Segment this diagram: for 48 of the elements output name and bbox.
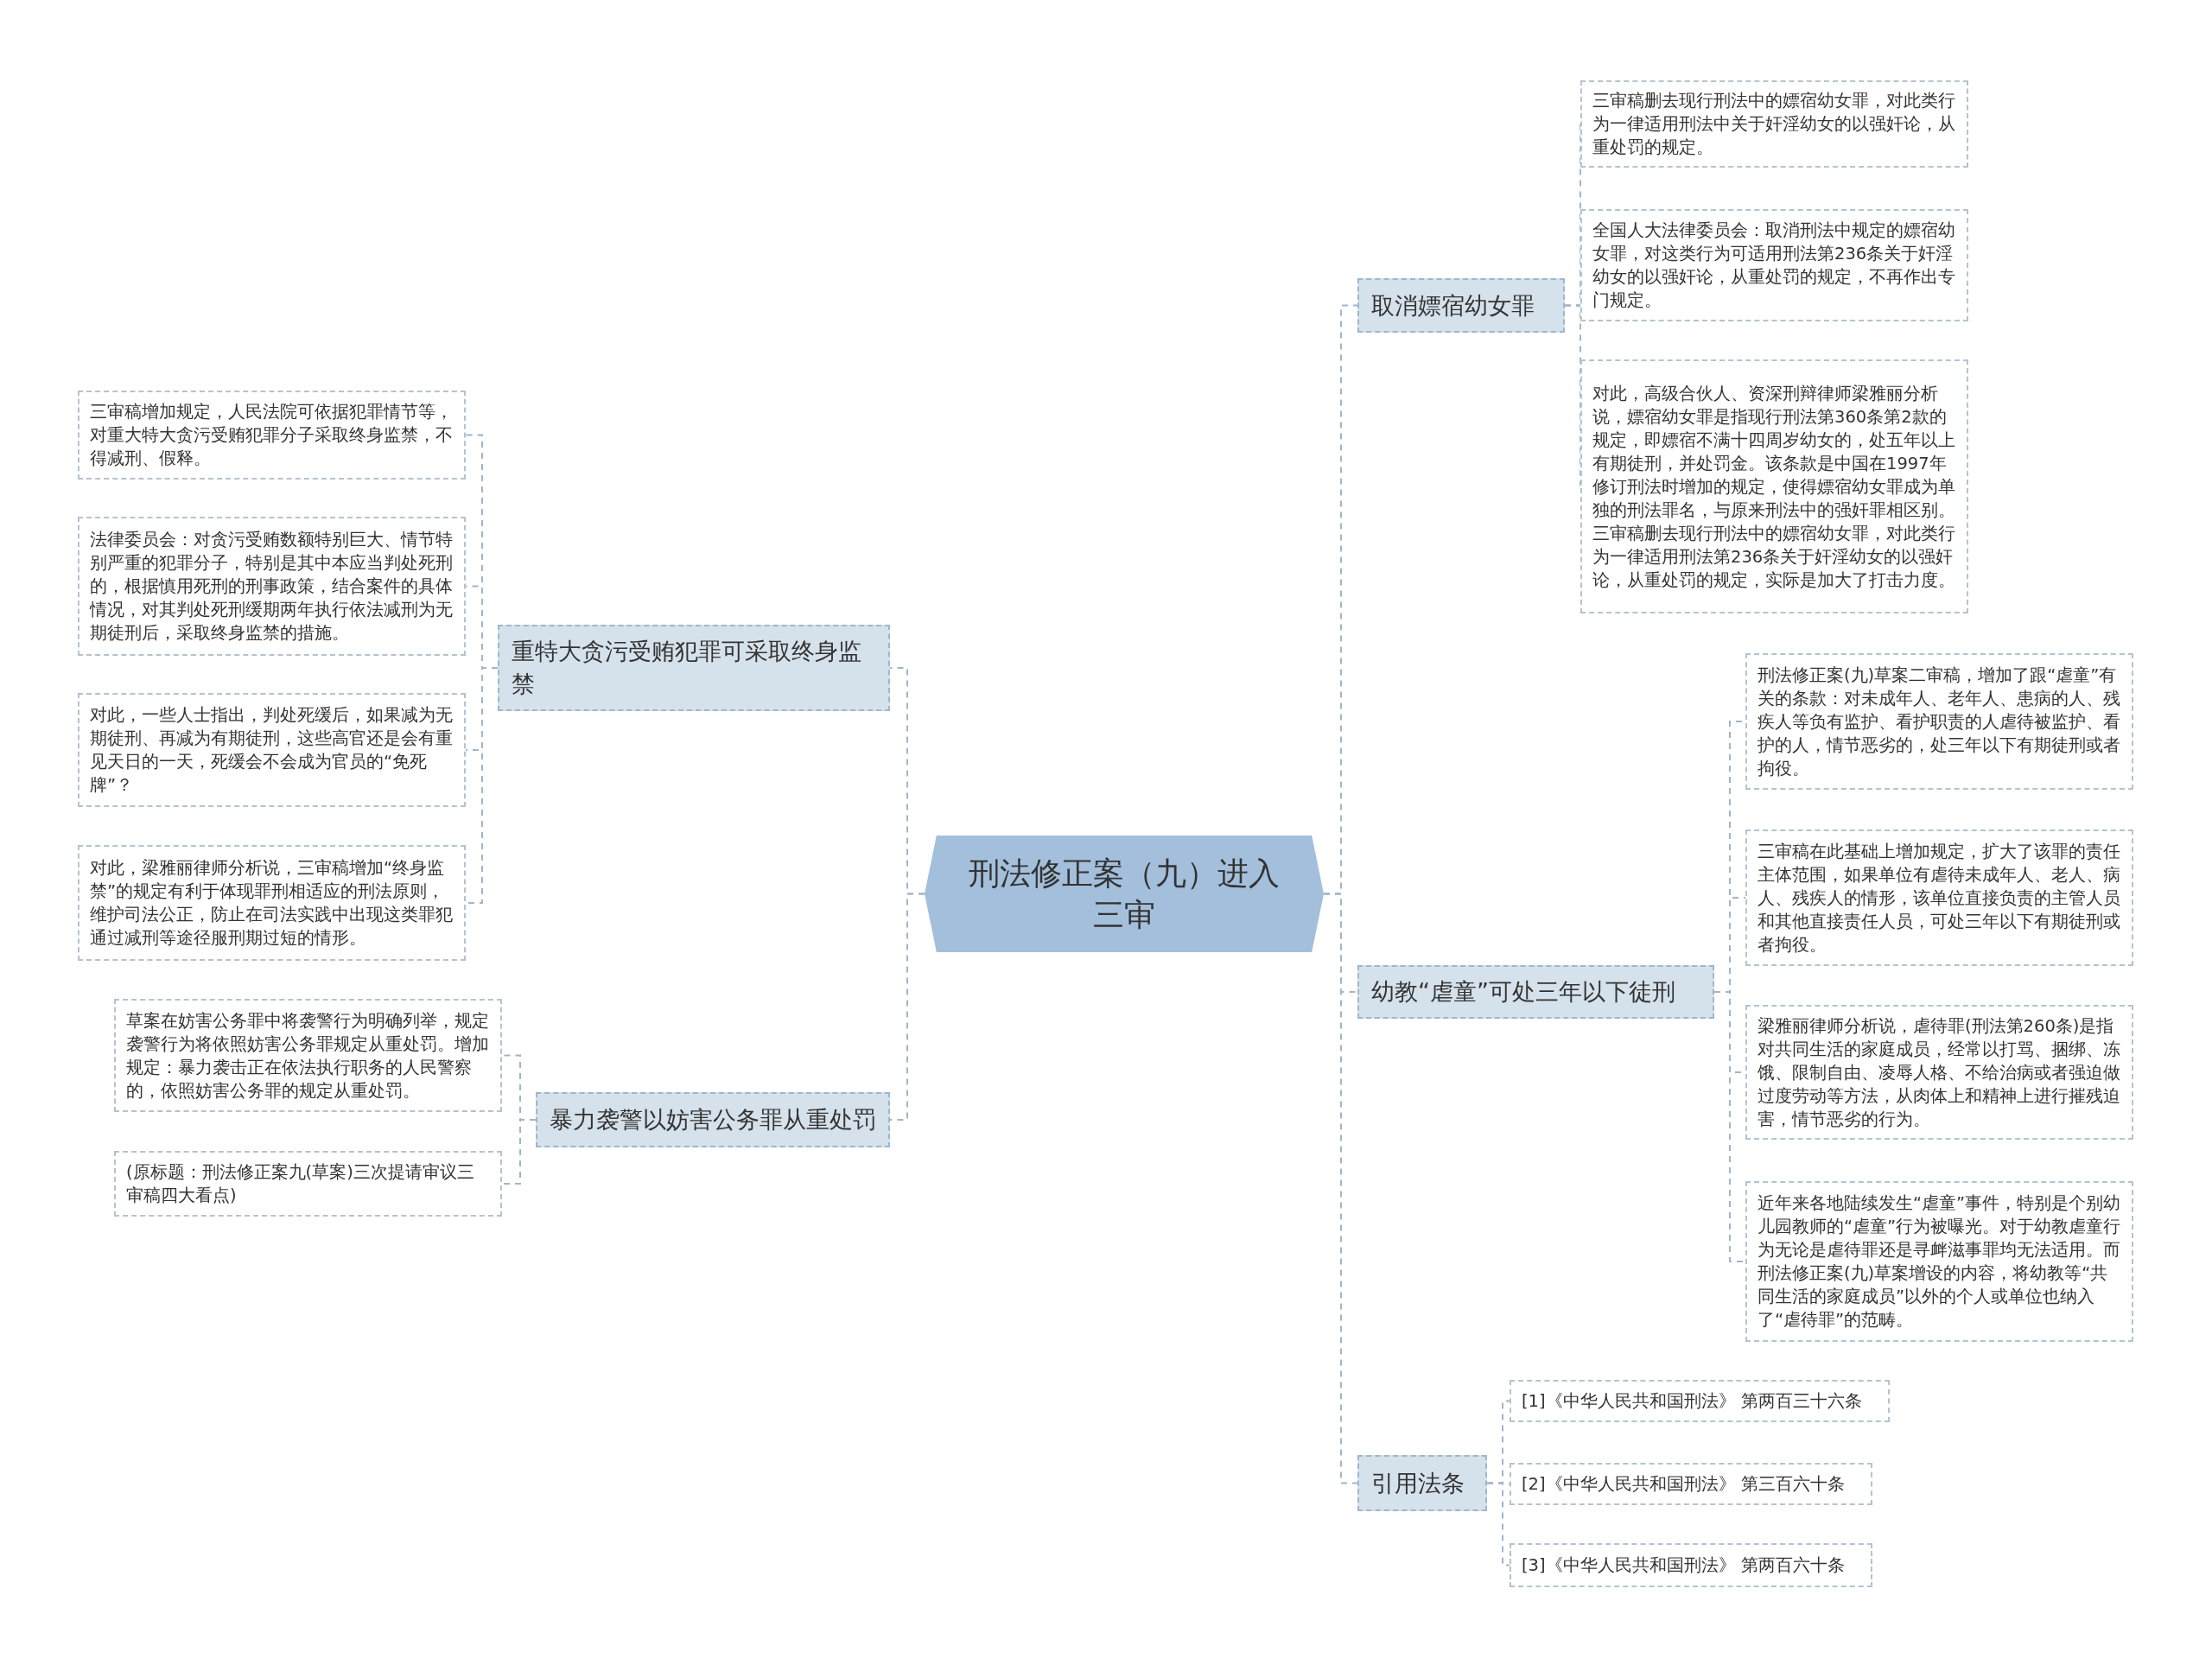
topic-text: 三审稿增加规定，人民法院可依据犯罪情节等，对重大特大贪污受贿犯罪分子采取终身监禁，不得减刑、假释。: [90, 401, 454, 470]
note-box: [114, 1151, 502, 1217]
topic-text: 法律委员会：对贪污受贿数额特别巨大、情节特别严重的犯罪分子，特别是其中本应当判处死刑的，根据慎用死刑的刑事政策，结合案件的具体情况，对其判处死刑缓期两年执行依法减刑为无期徒刑后，采取终身监禁的措施。: [90, 529, 454, 645]
note-box: [1745, 1005, 2133, 1140]
topic-text: 草案在妨害公务罪中将袭警行为明确列举，规定袭警行为将依照妨害公务罪规定从重处罚。增加规定：暴力袭击正在依法执行职务的人民警察的，依照妨害公务罪的规定从重处罚。: [126, 1009, 490, 1103]
topic-text: 三审稿在此基础上增加规定，扩大了该罪的责任主体范围，如果单位有虐待未成年人、老人、病人、残疾人的情形，该单位直接负责的主管人员和其他直接责任人员，可处三年以下有期徒刑或者拘役。: [1758, 840, 2121, 956]
connector-line: [501, 1119, 537, 1185]
topic-text: 刑法修正案(九)草案二审稿，增加了跟“虐童”有关的条款：对未成年人、老年人、患病的人、残疾人等负有监护、看护职责的人虐待被监护、看护的人，情节恶劣的，处三年以下有期徒刑或者拘役。: [1758, 664, 2121, 780]
topic-text: 取消嫖宿幼女罪: [1371, 290, 1535, 321]
note-box: [1580, 209, 1968, 321]
note-box: [78, 693, 466, 807]
topic-text: (原标题：刑法修正案九(草案)三次提请审议三审稿四大看点): [126, 1161, 475, 1207]
topic-text: 重特大贪污受贿犯罪可采取终身监禁: [512, 637, 862, 699]
note-box: [1510, 1380, 1890, 1422]
topic-text: 幼教“虐童”可处三年以下徒刑: [1371, 977, 1675, 1007]
topic-text: [3]《中华人民共和国刑法》 第两百六十条: [1522, 1554, 1845, 1577]
topic-text: 三审稿删去现行刑法中的嫖宿幼女罪，对此类行为一律适用刑法中关于奸淫幼女的以强奸论，从重处罚的规定。: [1592, 90, 1956, 159]
note-box: [78, 391, 466, 480]
note-box: [1580, 80, 1968, 168]
topic-text: 全国人大法律委员会：取消刑法中规定的嫖宿幼女罪，对这类行为可适用刑法第236条关于奸淫幼女的以强奸论，从重处罚的规定，不再作出专门规定。: [1592, 219, 1956, 312]
branch-topic-box: [1357, 278, 1565, 333]
note-box: [114, 999, 502, 1112]
connector-line: [889, 893, 925, 1121]
note-box: [78, 845, 466, 961]
note-box: [1580, 359, 1968, 613]
branch-topic-box: [536, 1092, 890, 1147]
connector-line: [1323, 893, 1358, 1484]
root-topic-hexagon: [925, 836, 1324, 952]
note-box: [1745, 1181, 2133, 1342]
topic-text: 对此，高级合伙人、资深刑辩律师梁雅丽分析说，嫖宿幼女罪是指现行刑法第360条第2款的规定，即嫖宿不满十四周岁幼女的，处五年以上有期徒刑，并处罚金。该条款是中国在1997年修订刑法时增加的规定，使得嫖宿幼女罪成为单独的刑法罪名，与原来刑法中的强奸罪相区别。三审稿删去现行刑法中的嫖宿幼女罪，对此类行为一律适用刑法第236条关于奸淫幼女的以强奸论，从重处罚的规定，实际是加大了打击力度。: [1592, 382, 1956, 592]
topic-text: 引用法条: [1371, 1468, 1465, 1498]
topic-text: 梁雅丽律师分析说，虐待罪(刑法第260条)是指对共同生活的家庭成员，经常以打骂、捆绑、冻饿、限制自由、凌辱人格、不给治病或者强迫做过度劳动等方法，从肉体上和精神上进行摧残迫害，情节恶劣的行为。: [1758, 1014, 2121, 1131]
topic-text: 对此，梁雅丽律师分析说，三审稿增加“终身监禁”的规定有利于体现罪刑相适应的刑法原则，维护司法公正，防止在司法实践中出现这类罪犯通过减刑等途径服刑期过短的情形。: [90, 857, 454, 950]
note-box: [1745, 829, 2133, 966]
topic-text: [1]《中华人民共和国刑法》 第两百三十六条: [1522, 1390, 1862, 1413]
topic-text: 近年来各地陆续发生“虐童”事件，特别是个别幼儿园教师的“虐童”行为被曝光。对于幼教虐童行为无论是虐待罪还是寻衅滋事罪均无法适用。而刑法修正案(九)草案增设的内容，将幼教等“共同生活的家庭成员”以外的个人或单位也纳入了“虐待罪”的范畴。: [1758, 1192, 2121, 1331]
connector-line: [1486, 1482, 1510, 1566]
branch-topic-box: [1357, 965, 1714, 1019]
topic-text: 对此，一些人士指出，判处死缓后，如果减为无期徒刑、再减为有期徒刑，这些高官还是会有重见天日的一天，死缓会不会成为官员的“免死牌”？: [90, 704, 454, 797]
note-box: [1510, 1543, 1872, 1587]
topic-text: 暴力袭警以妨害公务罪从重处罚: [550, 1105, 876, 1134]
topic-text: 刑法修正案（九）进入三审: [968, 854, 1281, 934]
note-box: [1745, 653, 2133, 790]
note-box: [1510, 1463, 1872, 1505]
branch-topic-box: [1357, 1455, 1487, 1511]
note-box: [78, 517, 466, 656]
topic-text: [2]《中华人民共和国刑法》 第三百六十条: [1522, 1473, 1845, 1496]
branch-topic-box: [498, 625, 890, 711]
